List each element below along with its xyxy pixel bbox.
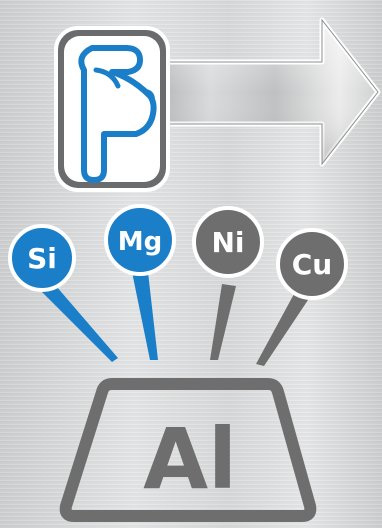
element-si-label: Si [27,242,57,275]
element-mg: Mg [104,204,176,276]
element-ni: Ni [192,206,264,278]
base-metal-al: Al [59,378,317,522]
pin-cu [256,294,308,366]
element-ni-label: Ni [211,226,244,259]
element-cu-label: Cu [292,248,332,281]
base-metal-label: Al [143,410,237,508]
element-si: Si [8,224,76,292]
pin-ni [210,284,236,360]
pointing-hand-icon [54,26,170,192]
pin-si [30,272,118,362]
element-mg-label: Mg [118,227,162,257]
pin-mg [132,272,158,360]
element-cu: Cu [276,228,348,300]
